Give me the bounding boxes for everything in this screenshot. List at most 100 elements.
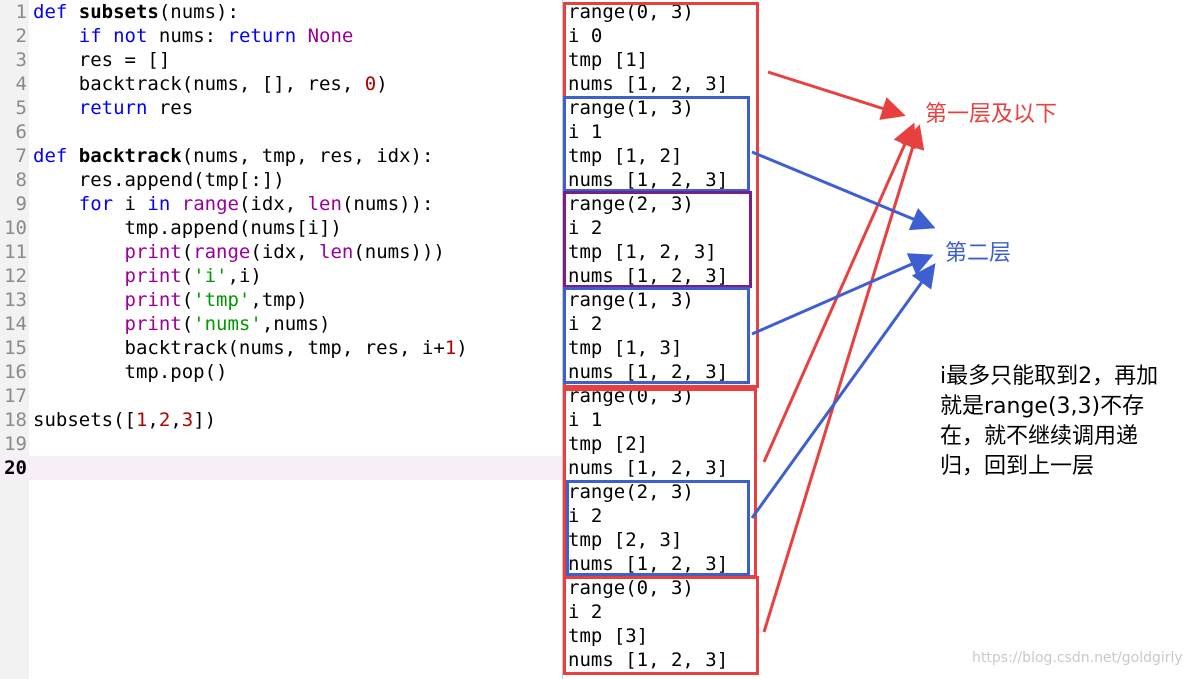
code-line[interactable]: 6: [0, 120, 562, 144]
code-text: backtrack(nums, tmp, res, i+1): [33, 337, 468, 359]
output-line: tmp [1, 2]: [568, 145, 683, 167]
code-line[interactable]: 18 subsets([1,2,3]): [0, 408, 562, 432]
code-line[interactable]: 8 res.append(tmp[:]): [0, 168, 562, 192]
output-line: nums [1, 2, 3]: [568, 73, 729, 95]
explanation-note: i最多只能取到2，再加就是range(3,3)不存在，就不继续调用递归，回到上一…: [940, 364, 1159, 479]
line-number: 10: [4, 217, 27, 239]
output-line: nums [1, 2, 3]: [568, 553, 729, 575]
line-number-gutter: [0, 0, 29, 679]
third-level-box: [563, 191, 752, 288]
code-text: subsets([1,2,3]): [33, 409, 217, 431]
output-line: i 2: [568, 505, 603, 527]
line-number: 2: [15, 25, 27, 47]
second-level-box-3: [566, 480, 750, 576]
code-text: backtrack(nums, [], res, 0): [33, 73, 388, 95]
output-line: range(1, 3): [568, 97, 694, 119]
red-arrow-1: [767, 70, 906, 120]
output-line: tmp [1, 2, 3]: [568, 241, 717, 263]
code-line[interactable]: 15 backtrack(nums, tmp, res, i+1): [0, 336, 562, 360]
red-arrow-2: [762, 122, 916, 463]
watermark: https://blog.csdn.net/goldgirly: [972, 650, 1183, 666]
second-level-label: 第二层: [945, 241, 1012, 266]
output-line: i 2: [568, 217, 603, 239]
code-line[interactable]: 4 backtrack(nums, [], res, 0): [0, 72, 562, 96]
output-line: tmp [1, 3]: [568, 337, 683, 359]
code-line[interactable]: 1 def subsets(nums):: [0, 0, 562, 24]
output-line: range(0, 3): [568, 577, 694, 599]
output-line: nums [1, 2, 3]: [568, 169, 729, 191]
output-line: i 0: [568, 25, 603, 47]
code-line[interactable]: 19: [0, 432, 562, 456]
code-text: if not nums: return None: [78, 25, 354, 47]
red-arrow-3: [762, 124, 925, 633]
line-number: 5: [15, 97, 27, 119]
code-text: res = []: [33, 49, 171, 71]
line-number: 13: [4, 289, 27, 311]
output-line: nums [1, 2, 3]: [568, 649, 729, 671]
code-text: print(range(idx, len(nums))): [124, 241, 445, 263]
code-text: for i in range(idx, len(nums)):: [78, 193, 434, 215]
line-number: 8: [15, 169, 27, 191]
second-level-box-1: [563, 96, 750, 192]
line-number: 6: [15, 121, 27, 143]
output-line: range(2, 3): [568, 193, 694, 215]
code-text: tmp.append(nums[i]): [33, 217, 342, 239]
line-number: 17: [4, 385, 27, 407]
code-text: print('nums',nums): [124, 313, 331, 335]
first-level-box-3: [563, 576, 759, 675]
line-number: 20: [4, 457, 27, 479]
line-number: 19: [4, 433, 27, 455]
output-line: i 1: [568, 409, 603, 431]
output-line: range(0, 3): [568, 1, 694, 23]
output-line: tmp [3]: [568, 625, 649, 647]
code-line[interactable]: 20: [0, 456, 562, 480]
line-number: 7: [15, 145, 27, 167]
line-number: 12: [4, 265, 27, 287]
code-line[interactable]: 10 tmp.append(nums[i]): [0, 216, 562, 240]
code-line[interactable]: 7 def backtrack(nums, tmp, res, idx):: [0, 144, 562, 168]
code-line[interactable]: 3 res = []: [0, 48, 562, 72]
panel-divider: [562, 0, 563, 679]
code-text: tmp.pop(): [33, 361, 228, 383]
output-line: tmp [2, 3]: [568, 529, 683, 551]
output-line: tmp [1]: [568, 49, 649, 71]
code-line[interactable]: 16 tmp.pop(): [0, 360, 562, 384]
code-text: print('i',i): [124, 265, 262, 287]
output-line: range(1, 3): [568, 289, 694, 311]
code-text: res.append(tmp[:]): [33, 169, 285, 191]
blue-arrow-2: [751, 253, 934, 336]
output-line: i 2: [568, 313, 603, 335]
code-line[interactable]: 14 print('nums',nums): [0, 312, 562, 336]
output-line: tmp [2]: [568, 433, 649, 455]
code-text: print('tmp',tmp): [124, 289, 308, 311]
output-line: range(2, 3): [568, 481, 694, 503]
output-line: i 2: [568, 601, 603, 623]
line-number: 14: [4, 313, 27, 335]
code-line[interactable]: 2 if not nums: return None: [0, 24, 562, 48]
first-level-label: 第一层及以下: [925, 102, 1058, 127]
code-line[interactable]: 5 return res: [0, 96, 562, 120]
code-line[interactable]: 11 print(range(idx, len(nums))): [0, 240, 562, 264]
output-line: nums [1, 2, 3]: [568, 265, 729, 287]
code-text: return res: [78, 97, 194, 119]
code-line[interactable]: 17: [0, 384, 562, 408]
code-line[interactable]: 9 for i in range(idx, len(nums)):: [0, 192, 562, 216]
line-number: 3: [15, 49, 27, 71]
output-line: nums [1, 2, 3]: [568, 457, 729, 479]
blue-arrow-1: [751, 150, 936, 231]
blue-arrow-3: [750, 263, 936, 519]
code-line[interactable]: 12 print('i',i): [0, 264, 562, 288]
line-number: 4: [15, 73, 27, 95]
line-number: 11: [4, 241, 27, 263]
line-number: 16: [4, 361, 27, 383]
second-level-box-2: [563, 287, 750, 384]
code-text: def backtrack(nums, tmp, res, idx):: [33, 145, 434, 167]
code-text: def subsets(nums):: [33, 1, 239, 23]
line-number: 18: [4, 409, 27, 431]
output-line: nums [1, 2, 3]: [568, 361, 729, 383]
line-number: 9: [15, 193, 27, 215]
code-line[interactable]: 13 print('tmp',tmp): [0, 288, 562, 312]
line-number: 15: [4, 337, 27, 359]
line-number: 1: [15, 1, 27, 23]
